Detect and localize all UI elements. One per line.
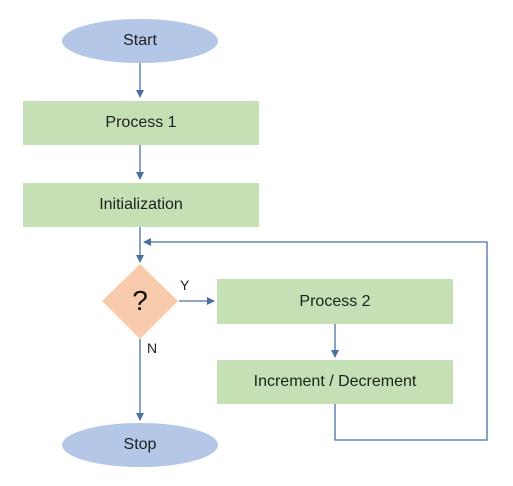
no-label: N xyxy=(147,340,158,356)
process2-label: Process 2 xyxy=(299,292,371,310)
start-node: Start xyxy=(62,19,218,63)
initialization-label: Initialization xyxy=(99,196,183,213)
initialization-node: Initialization xyxy=(23,183,259,227)
process1-node: Process 1 xyxy=(23,101,259,145)
arrow-loop-back xyxy=(143,238,488,441)
stop-label: Stop xyxy=(123,436,157,453)
increment-label: Increment / Decrement xyxy=(253,373,417,390)
yes-label: Y xyxy=(180,277,190,293)
start-label: Start xyxy=(123,32,157,49)
decision-label: ? xyxy=(132,285,148,316)
decision-diamond xyxy=(102,264,178,339)
increment-node: Increment / Decrement xyxy=(217,360,453,404)
process1-label: Process 1 xyxy=(105,114,177,131)
stop-node: Stop xyxy=(62,423,218,467)
process2-node: Process 2 xyxy=(217,279,453,324)
